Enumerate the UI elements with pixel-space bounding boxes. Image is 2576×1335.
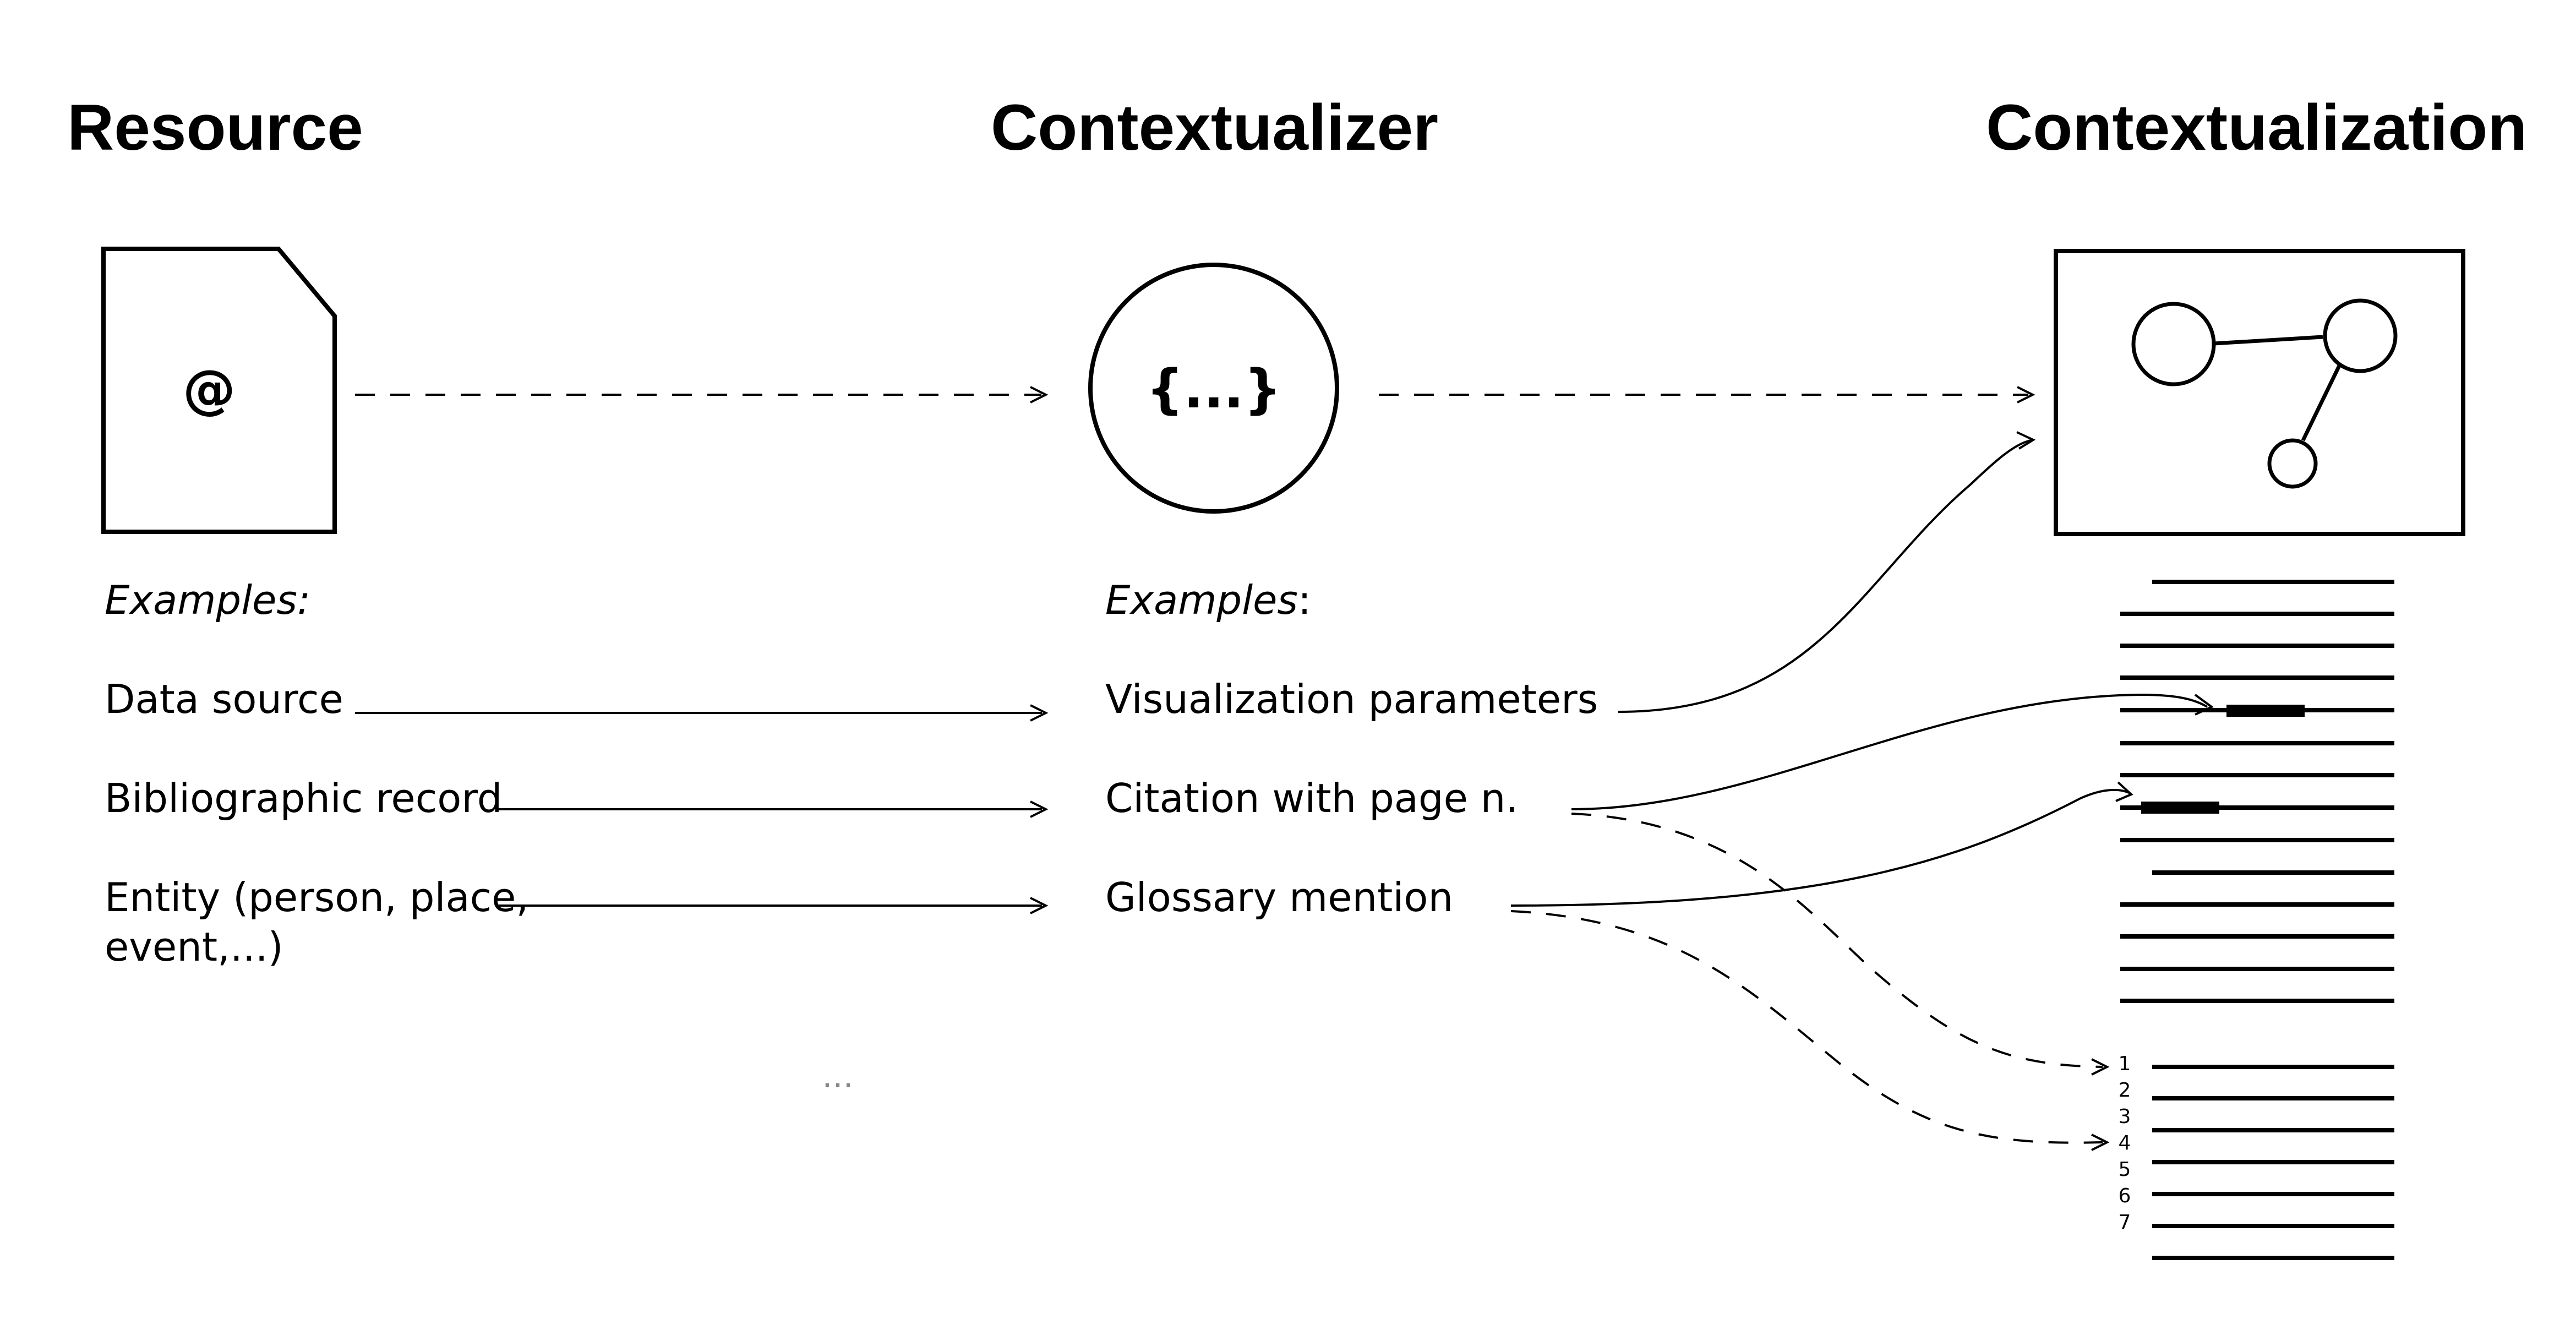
contextualizer-to-contextualization-arrow: [1379, 386, 2035, 404]
contextualizer-example-citation: Citation with page n.: [1105, 775, 1518, 821]
at-sign-glyph: @: [183, 358, 236, 420]
footnote-number-1: 1: [2119, 1053, 2131, 1075]
graph-icon: [2054, 249, 2465, 536]
resource-example-bibliographic-record: Bibliographic record: [105, 775, 502, 821]
footnote-number-7: 7: [2119, 1211, 2131, 1234]
more-examples-ellipsis: ...: [822, 1057, 853, 1096]
document-icon: @: [101, 247, 337, 534]
resource-example-data-source: Data source: [105, 676, 343, 722]
entity-arrow: [495, 897, 1049, 914]
resource-example-entity: Entity (person, place,: [105, 874, 528, 920]
footnote-number-6: 6: [2119, 1185, 2131, 1207]
contextualizer-example-visualization-parameters: Visualization parameters: [1105, 676, 1598, 722]
contextualizer-example-glossary-mention: Glossary mention: [1105, 874, 1453, 920]
highlight-mark-citation: [2141, 802, 2219, 814]
citation-to-footnote-arrow: [1571, 813, 2110, 1076]
header-contextualization: Contextualization: [1986, 91, 2527, 164]
glossary-to-footnote-arrow: [1510, 910, 2110, 1151]
glossary-to-highlight-arrow: [1510, 781, 2133, 907]
bibliographic-record-arrow: [495, 800, 1049, 818]
resource-to-contextualizer-arrow: [355, 386, 1049, 404]
braces-glyph: {...}: [1146, 358, 1281, 420]
contextualizer-circle-icon: {...}: [1088, 263, 1339, 514]
footnote-number-5: 5: [2119, 1158, 2131, 1181]
header-contextualizer: Contextualizer: [991, 91, 1438, 164]
citation-to-highlight-arrow: [1571, 693, 2214, 810]
footnote-number-4: 4: [2119, 1132, 2131, 1154]
highlight-mark-visualization: [2226, 705, 2305, 717]
resource-examples-label: Examples:: [105, 577, 310, 623]
footnote-number-3: 3: [2119, 1105, 2131, 1128]
footnote-list: 1 2 3 4 5 6 7: [2119, 1053, 2394, 1260]
header-resource: Resource: [67, 91, 363, 164]
contextualizer-examples-label: Examples:: [1105, 577, 1311, 623]
resource-example-entity-continued: event,...): [105, 924, 283, 970]
document-text-lines: [2120, 580, 2394, 1003]
footnote-number-2: 2: [2119, 1079, 2131, 1102]
data-source-arrow: [355, 704, 1049, 722]
visualization-to-graph-arrow: [1618, 431, 2036, 713]
